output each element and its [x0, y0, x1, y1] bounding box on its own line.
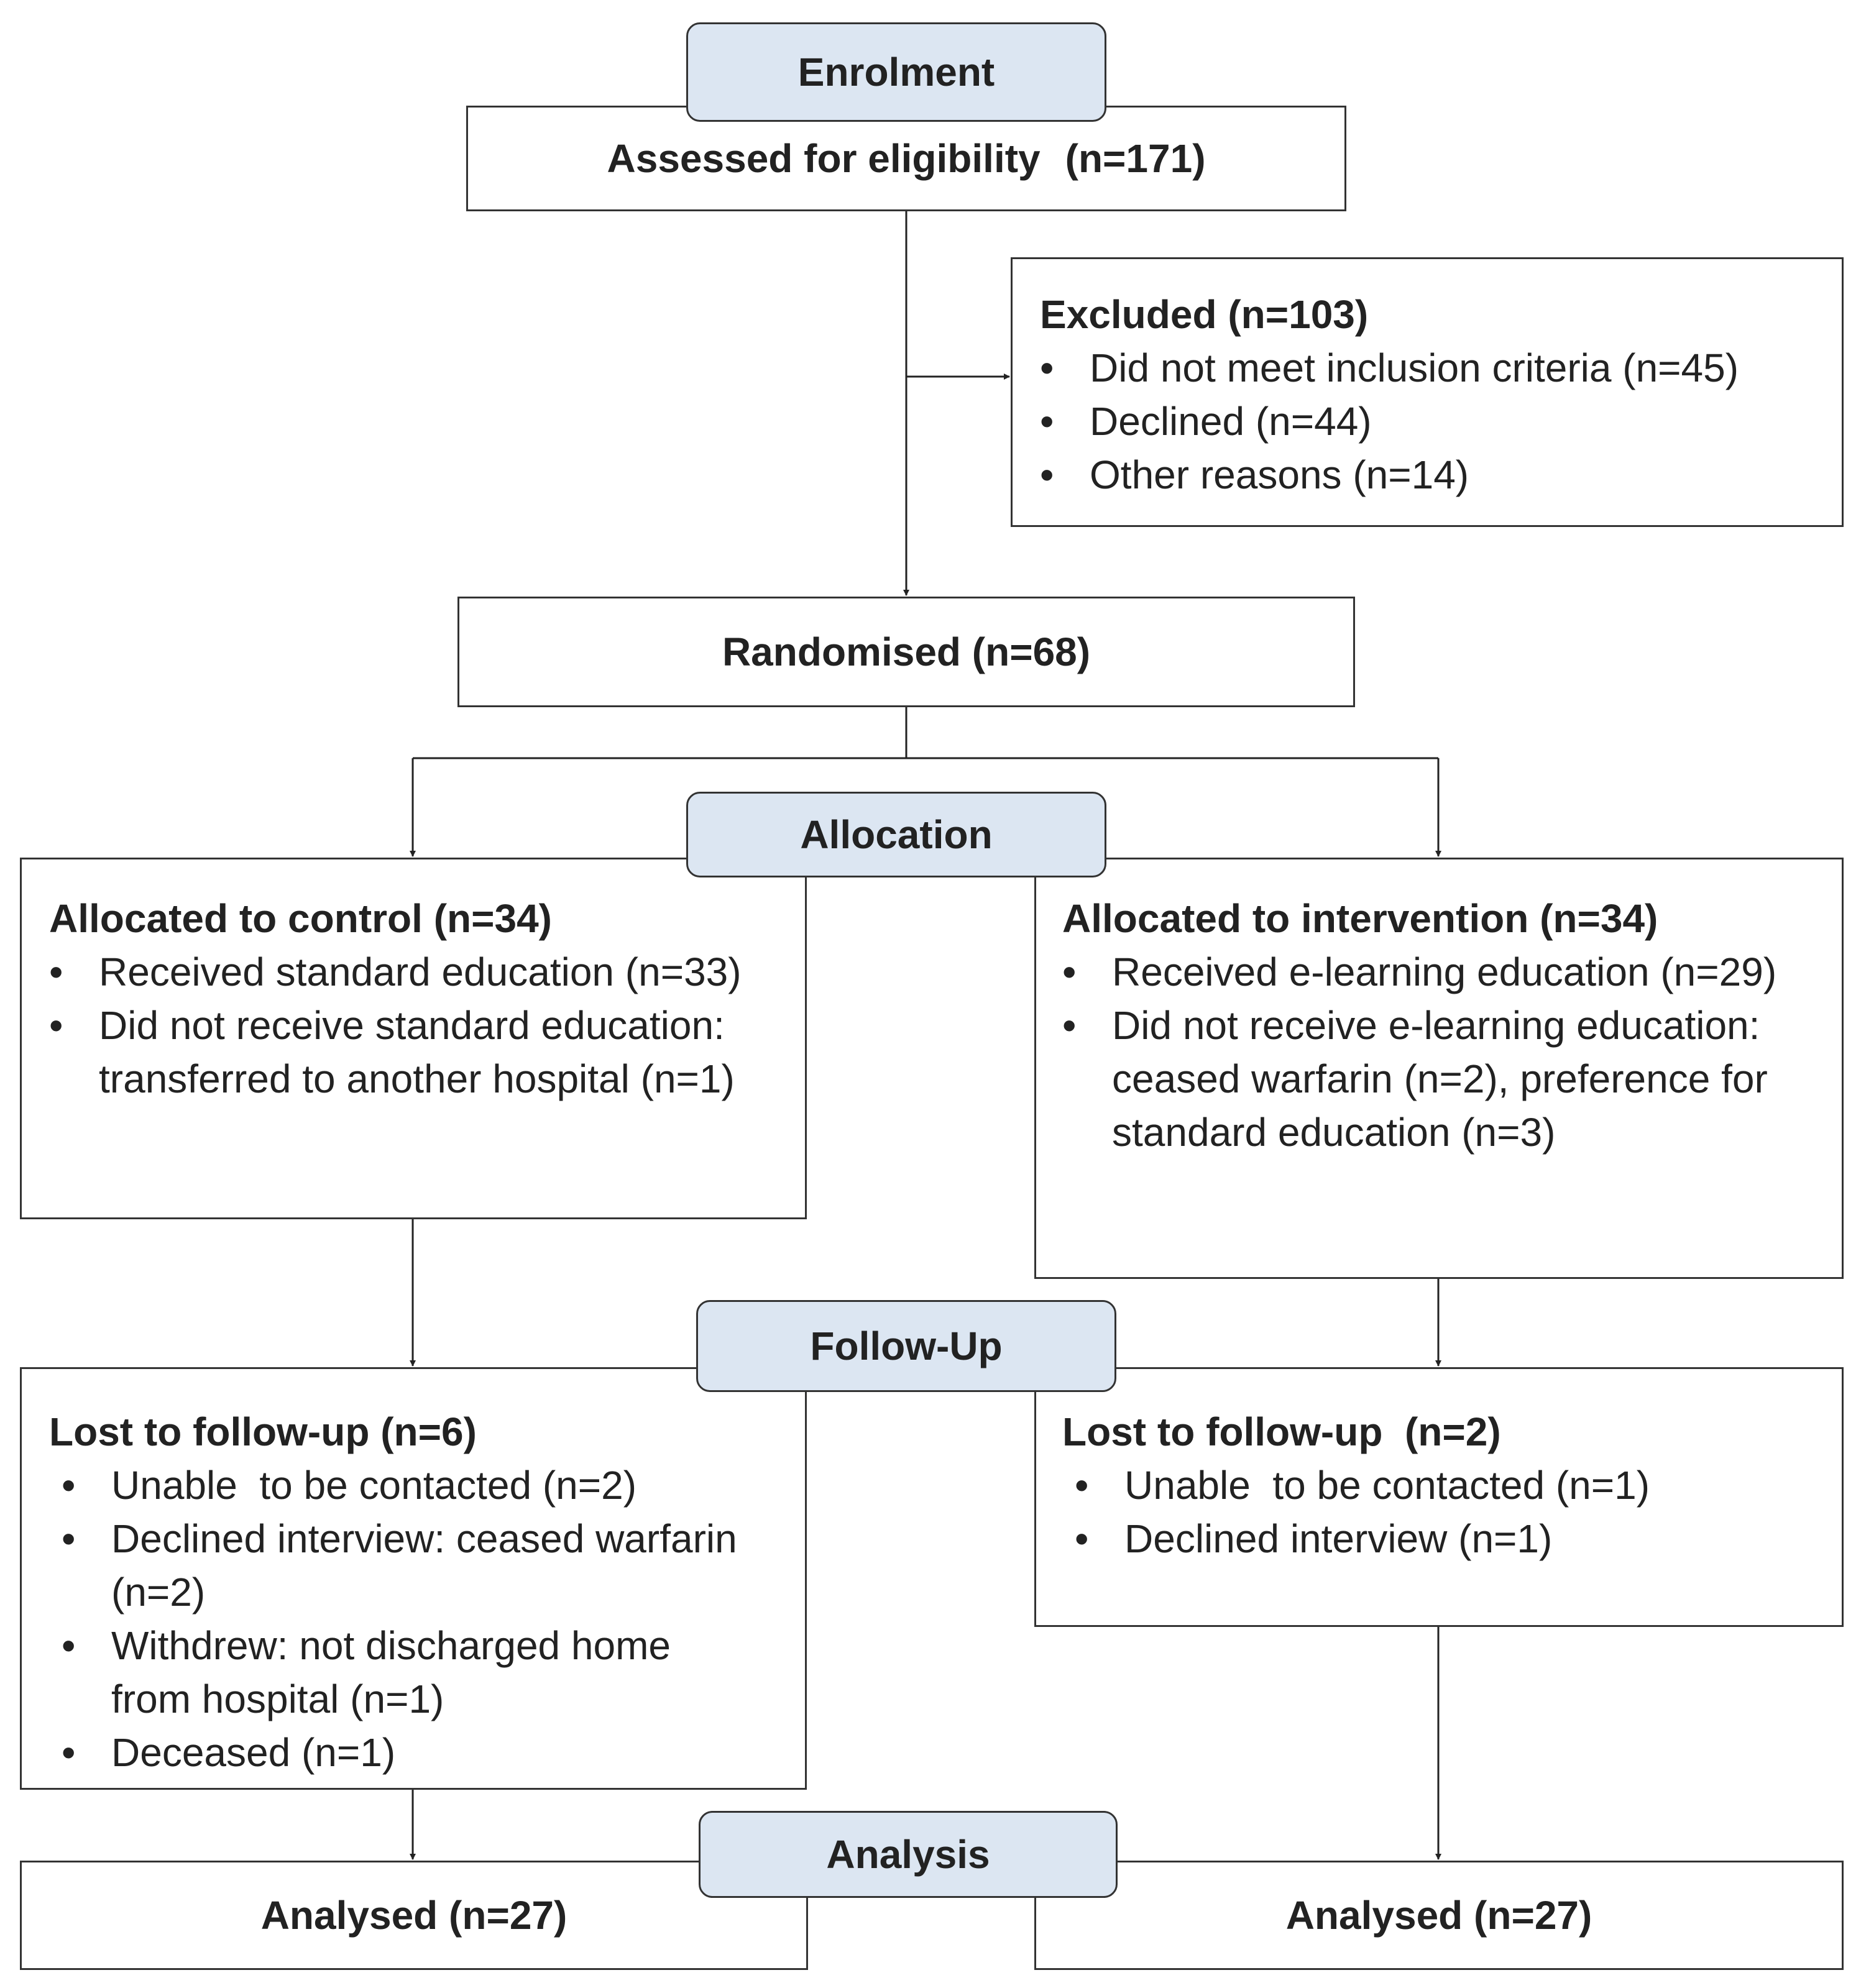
list-item: Withdrew: not discharged home from hospi…: [62, 1619, 758, 1726]
assessed-count: (n=171): [1065, 136, 1206, 181]
intervention-box: Allocated to intervention (n=34) Receive…: [1034, 858, 1844, 1279]
list-item: Declined (n=44): [1040, 395, 1842, 448]
analysed-control-box: Analysed (n=27): [20, 1861, 808, 1970]
list-item: Received standard education (n=33): [49, 945, 770, 999]
excluded-list: Did not meet inclusion criteria (n=45) D…: [1040, 341, 1842, 502]
excluded-box: Excluded (n=103) Did not meet inclusion …: [1011, 257, 1844, 527]
control-box: Allocated to control (n=34) Received sta…: [20, 858, 807, 1219]
assessed-box: Assessed for eligibility (n=171): [466, 106, 1346, 211]
stage-follow-up: Follow-Up: [696, 1300, 1116, 1392]
intervention-followup-list: Unable to be contacted (n=1) Declined in…: [1062, 1459, 1823, 1565]
list-item: Unable to be contacted (n=1): [1075, 1459, 1823, 1512]
control-followup-title: Lost to follow-up (n=6): [49, 1409, 477, 1454]
intervention-list: Received e-learning education (n=29) Did…: [1062, 945, 1814, 1159]
list-item: Other reasons (n=14): [1040, 448, 1842, 502]
control-followup-box: Lost to follow-up (n=6) Unable to be con…: [20, 1367, 807, 1790]
randomised-box: Randomised (n=68): [457, 597, 1355, 707]
control-list: Received standard education (n=33) Did n…: [49, 945, 770, 1106]
list-item: Did not receive e-learning education: ce…: [1062, 999, 1814, 1159]
list-item: Declined interview: ceased warfarin (n=2…: [62, 1512, 758, 1619]
list-item: Did not receive standard education: tran…: [49, 999, 770, 1106]
stage-enrolment: Enrolment: [686, 22, 1106, 122]
stage-analysis: Analysis: [699, 1811, 1118, 1898]
intervention-followup-box: Lost to follow-up (n=2) Unable to be con…: [1034, 1367, 1844, 1627]
excluded-title: Excluded (n=103): [1040, 292, 1369, 337]
list-item: Received e-learning education (n=29): [1062, 945, 1814, 999]
list-item: Unable to be contacted (n=2): [62, 1459, 758, 1512]
control-title: Allocated to control (n=34): [49, 896, 552, 941]
list-item: Did not meet inclusion criteria (n=45): [1040, 341, 1842, 395]
intervention-followup-title: Lost to follow-up (n=2): [1062, 1409, 1501, 1454]
list-item: Deceased (n=1): [62, 1726, 758, 1779]
list-item: Declined interview (n=1): [1075, 1512, 1823, 1565]
stage-allocation: Allocation: [686, 792, 1106, 877]
assessed-label: Assessed for eligibility: [607, 136, 1041, 181]
intervention-title: Allocated to intervention (n=34): [1062, 896, 1658, 941]
control-followup-list: Unable to be contacted (n=2) Declined in…: [49, 1459, 758, 1779]
analysed-intervention-box: Analysed (n=27): [1034, 1861, 1844, 1970]
